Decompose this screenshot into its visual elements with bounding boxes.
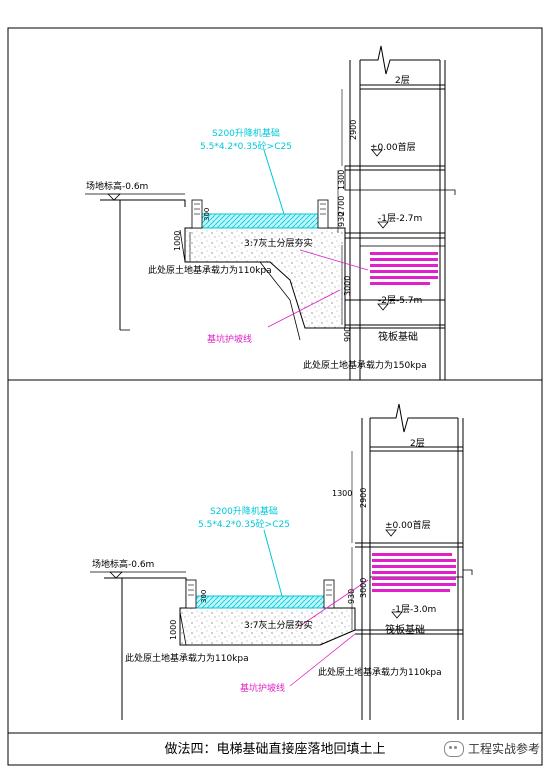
caption-text: 做法四：电梯基础直接座落地回填土上 bbox=[164, 742, 386, 757]
top-elev-000: ±0.00首层 bbox=[370, 141, 416, 153]
top-elev-b2: -2层-5.7m bbox=[378, 295, 422, 306]
panel-top: 2层 2900 ±0.00首层 1300 2700 930 -1层-2.7m 3… bbox=[85, 45, 456, 380]
top-soil-fill: 3:7灰土分层夯实 bbox=[244, 237, 313, 249]
top-hoist-spec: 5.5*4.2*0.35砼>C25 bbox=[200, 140, 292, 152]
top-dim-300: 300 bbox=[203, 208, 211, 221]
top-dim-3000: 3000 bbox=[343, 276, 352, 296]
bottom-hoist-spec: 5.5*4.2*0.35砼>C25 bbox=[198, 518, 290, 530]
panel-bottom-frame bbox=[7, 379, 543, 734]
top-dim-2700: 2700 bbox=[337, 196, 346, 216]
bottom-floor2-label: 2层 bbox=[410, 438, 425, 449]
wechat-icon bbox=[443, 740, 464, 757]
bottom-dim-300: 300 bbox=[200, 590, 208, 603]
bottom-raft-label: 筏板基础 bbox=[385, 623, 425, 636]
caption-frame bbox=[7, 732, 543, 766]
bottom-bearing-110a: 此处原土地基承载力为110kpa bbox=[125, 652, 249, 664]
top-bearing-110: 此处原土地基承载力为110kpa bbox=[148, 264, 272, 276]
bottom-bearing-110b: 此处原土地基承载力为110kpa bbox=[318, 666, 442, 678]
panel-bottom: 2层 2900 ±0.00首层 930 3000 -1层-3.0m 筏板基础 场… bbox=[90, 403, 473, 720]
caption-bar: 做法四：电梯基础直接座落地回填土上 bbox=[8, 733, 542, 765]
bottom-dim-3000: 3000 bbox=[359, 578, 368, 598]
top-bearing-150: 此处原土地基承载力为150kpa bbox=[303, 359, 427, 371]
top-slope-label: 基坑护坡线 bbox=[207, 333, 252, 345]
top-dim-1300: 1300 bbox=[337, 170, 346, 190]
top-elev-b1: -1层-2.7m bbox=[378, 213, 422, 224]
top-dim-900: 900 bbox=[343, 327, 352, 342]
bottom-hoist-name: S200升降机基础 bbox=[210, 505, 278, 517]
bottom-dim-1000: 1000 bbox=[169, 620, 178, 640]
top-raft-label: 筏板基础 bbox=[378, 330, 418, 343]
top-dim-2900: 2900 bbox=[349, 120, 358, 140]
bottom-dim-1300: 1300 bbox=[332, 489, 352, 498]
bottom-slope-label: 基坑护坡线 bbox=[240, 682, 285, 694]
panel-top-frame bbox=[7, 27, 543, 381]
bottom-dim-930: 930 bbox=[347, 589, 356, 604]
bottom-ground-elev: 场地标高-0.6m bbox=[92, 558, 154, 570]
bottom-elev-b1: -1层-3.0m bbox=[392, 604, 436, 615]
top-hoist-name: S200升降机基础 bbox=[212, 127, 280, 139]
top-dim-1000: 1000 bbox=[173, 231, 182, 251]
bottom-soil-fill: 3:7灰土分层夯实 bbox=[244, 619, 313, 631]
top-ground-elev: 场地标高-0.6m bbox=[86, 180, 148, 192]
top-dim-930: 930 bbox=[337, 212, 346, 227]
bottom-elev-000: ±0.00首层 bbox=[385, 519, 431, 531]
top-floor2-label: 2层 bbox=[395, 75, 410, 86]
watermark: 工程实战参考 bbox=[443, 740, 540, 757]
watermark-text: 工程实战参考 bbox=[467, 742, 540, 756]
bottom-dim-2900: 2900 bbox=[359, 488, 368, 508]
